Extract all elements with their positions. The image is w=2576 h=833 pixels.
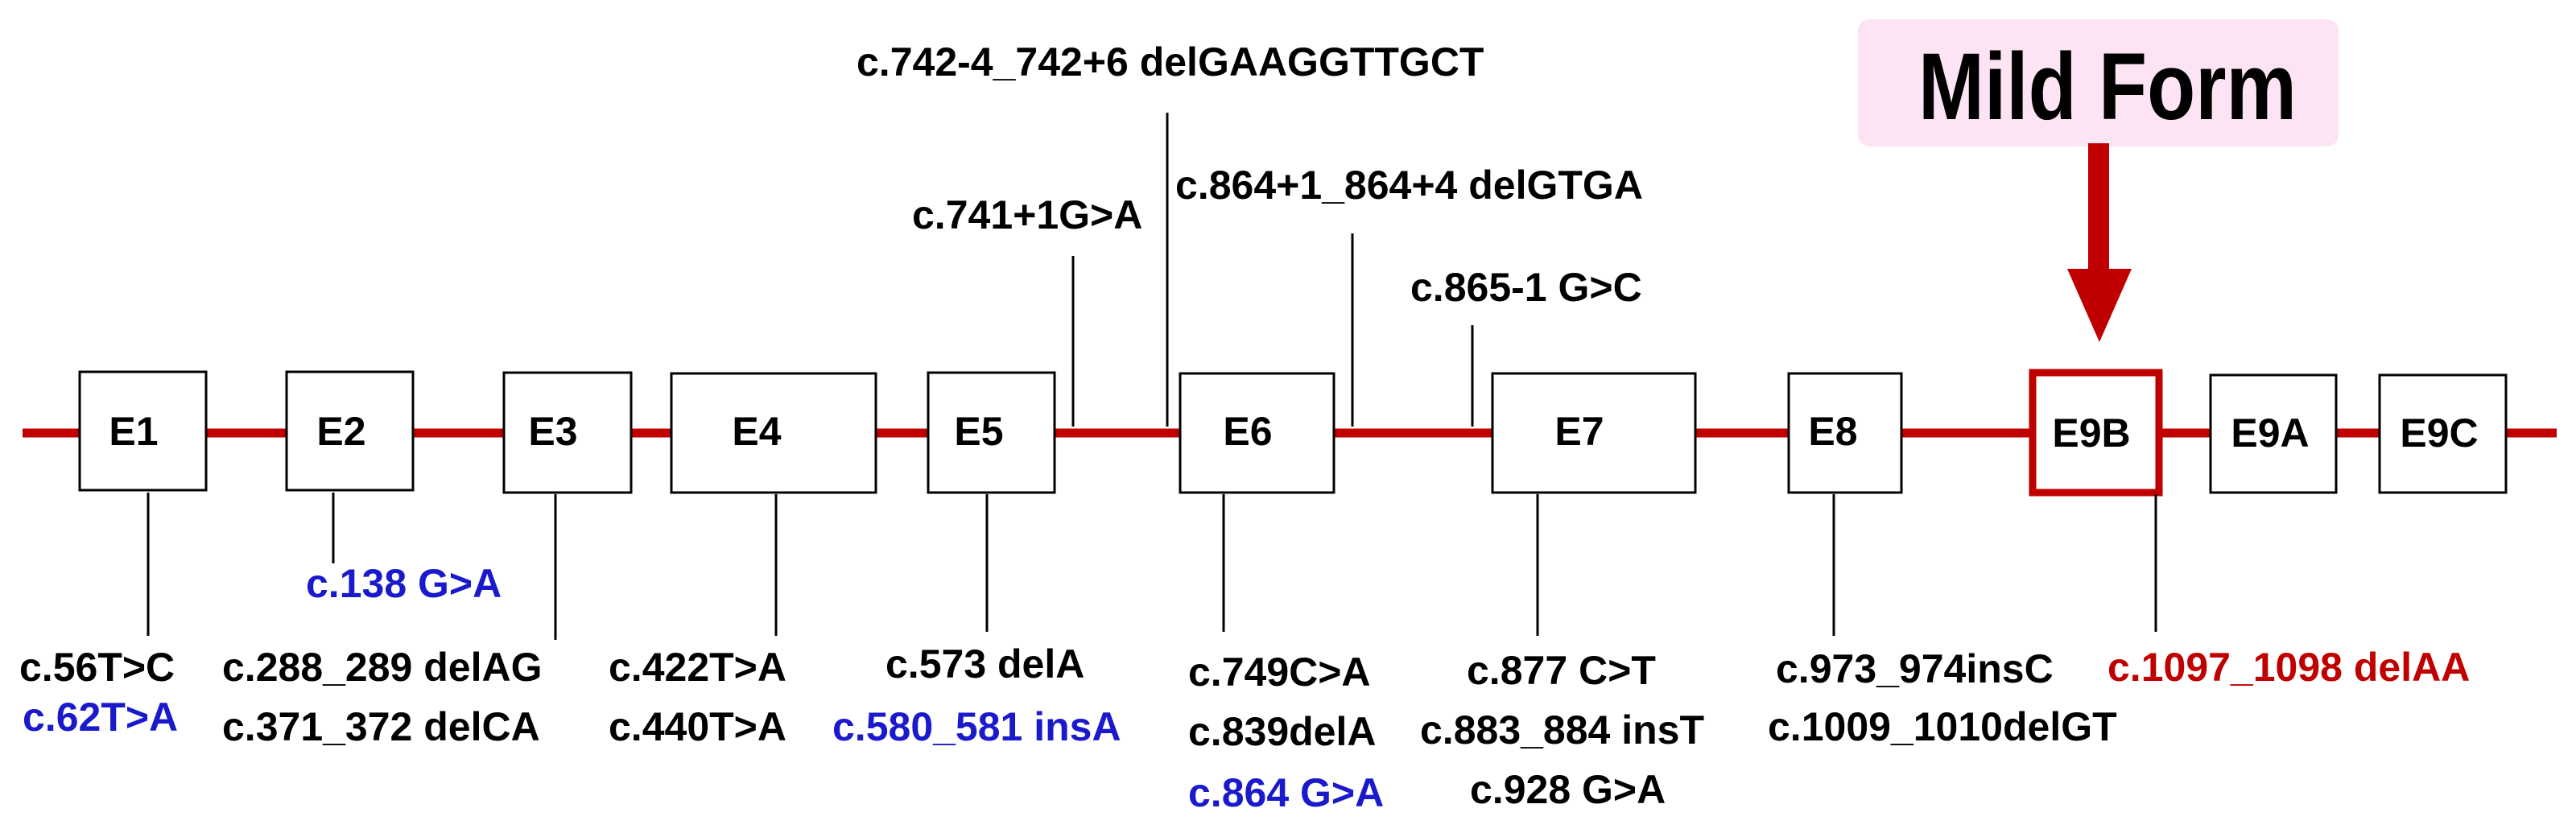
mutation-label: c.440T>A [609, 704, 786, 749]
exon-E5: E5 [927, 371, 1056, 494]
exon-label: E3 [528, 409, 577, 454]
exon-label: E7 [1554, 409, 1604, 454]
mutation-label: c.883_884 insT [1420, 707, 1704, 753]
exon-E3: E3 [502, 371, 633, 494]
mutation-label: c.1097_1098 delAA [2107, 645, 2470, 690]
exon-E1: E1 [78, 370, 208, 492]
arrow-shaft [2088, 143, 2109, 270]
exon-label: E4 [732, 409, 781, 454]
exon-E7: E7 [1491, 372, 1697, 494]
exon-E9B: E9B [2029, 369, 2163, 497]
arrow-head [2067, 269, 2132, 342]
mutation-label: c.422T>A [609, 645, 786, 690]
mutation-label: c.1009_1010delGT [1768, 704, 2117, 749]
exon-label: E8 [1808, 409, 1857, 454]
exon-label: E6 [1223, 409, 1272, 454]
exon-label: E9C [2400, 410, 2478, 456]
exon-label: E9A [2231, 410, 2309, 456]
exon-E8: E8 [1787, 372, 1903, 494]
mutation-label: c.62T>A [23, 695, 178, 740]
exon-label: E5 [954, 409, 1003, 454]
exon-E4: E4 [670, 372, 877, 494]
exon-E9C: E9C [2378, 373, 2508, 494]
mutation-label: c.928 G>A [1470, 767, 1666, 812]
callout-label: Mild Form [1918, 34, 2297, 140]
exon-boxes: E1 E2 E3 E4 E5 E6 E7 E8 [78, 369, 2508, 497]
mutation-label: c.864+1_864+4 delGTGA [1175, 163, 1643, 208]
mutation-label: c.138 G>A [306, 561, 502, 606]
exon-label: E9B [2052, 410, 2130, 456]
mutation-labels-below: c.56T>C c.62T>A c.138 G>A c.288_289 delA… [19, 561, 2470, 815]
mutation-label: c.749C>A [1188, 649, 1371, 695]
exon-E6: E6 [1179, 372, 1335, 494]
mutation-label: c.742-4_742+6 delGAAGGTTGCT [857, 39, 1484, 85]
mutation-label: c.741+1G>A [912, 192, 1142, 237]
exon-label: E2 [316, 409, 365, 454]
mutation-label: c.288_289 delAG [222, 645, 543, 690]
mutation-label: c.839delA [1188, 709, 1376, 754]
mutation-label: c.573 delA [886, 641, 1084, 687]
mild-form-callout: Mild Form [1858, 19, 2339, 342]
mutation-label: c.865-1 G>C [1410, 265, 1642, 310]
leader-lines-below [147, 493, 2157, 640]
callout-box [1858, 19, 2339, 146]
mutation-labels-above: c.742-4_742+6 delGAAGGTTGCT c.741+1G>A c… [857, 39, 1643, 310]
exon-E9A: E9A [2209, 373, 2338, 494]
exon-label: E1 [109, 409, 158, 454]
mutation-label: c.877 C>T [1467, 648, 1656, 693]
mutation-label: c.371_372 delCA [222, 704, 540, 749]
leader-lines-above [1071, 113, 1474, 427]
mutation-label: c.973_974insC [1776, 646, 2054, 691]
mutation-label: c.56T>C [19, 645, 175, 690]
mutation-label: c.864 G>A [1188, 770, 1384, 815]
mutation-label: c.580_581 insA [832, 704, 1121, 749]
exon-E2: E2 [285, 370, 415, 492]
